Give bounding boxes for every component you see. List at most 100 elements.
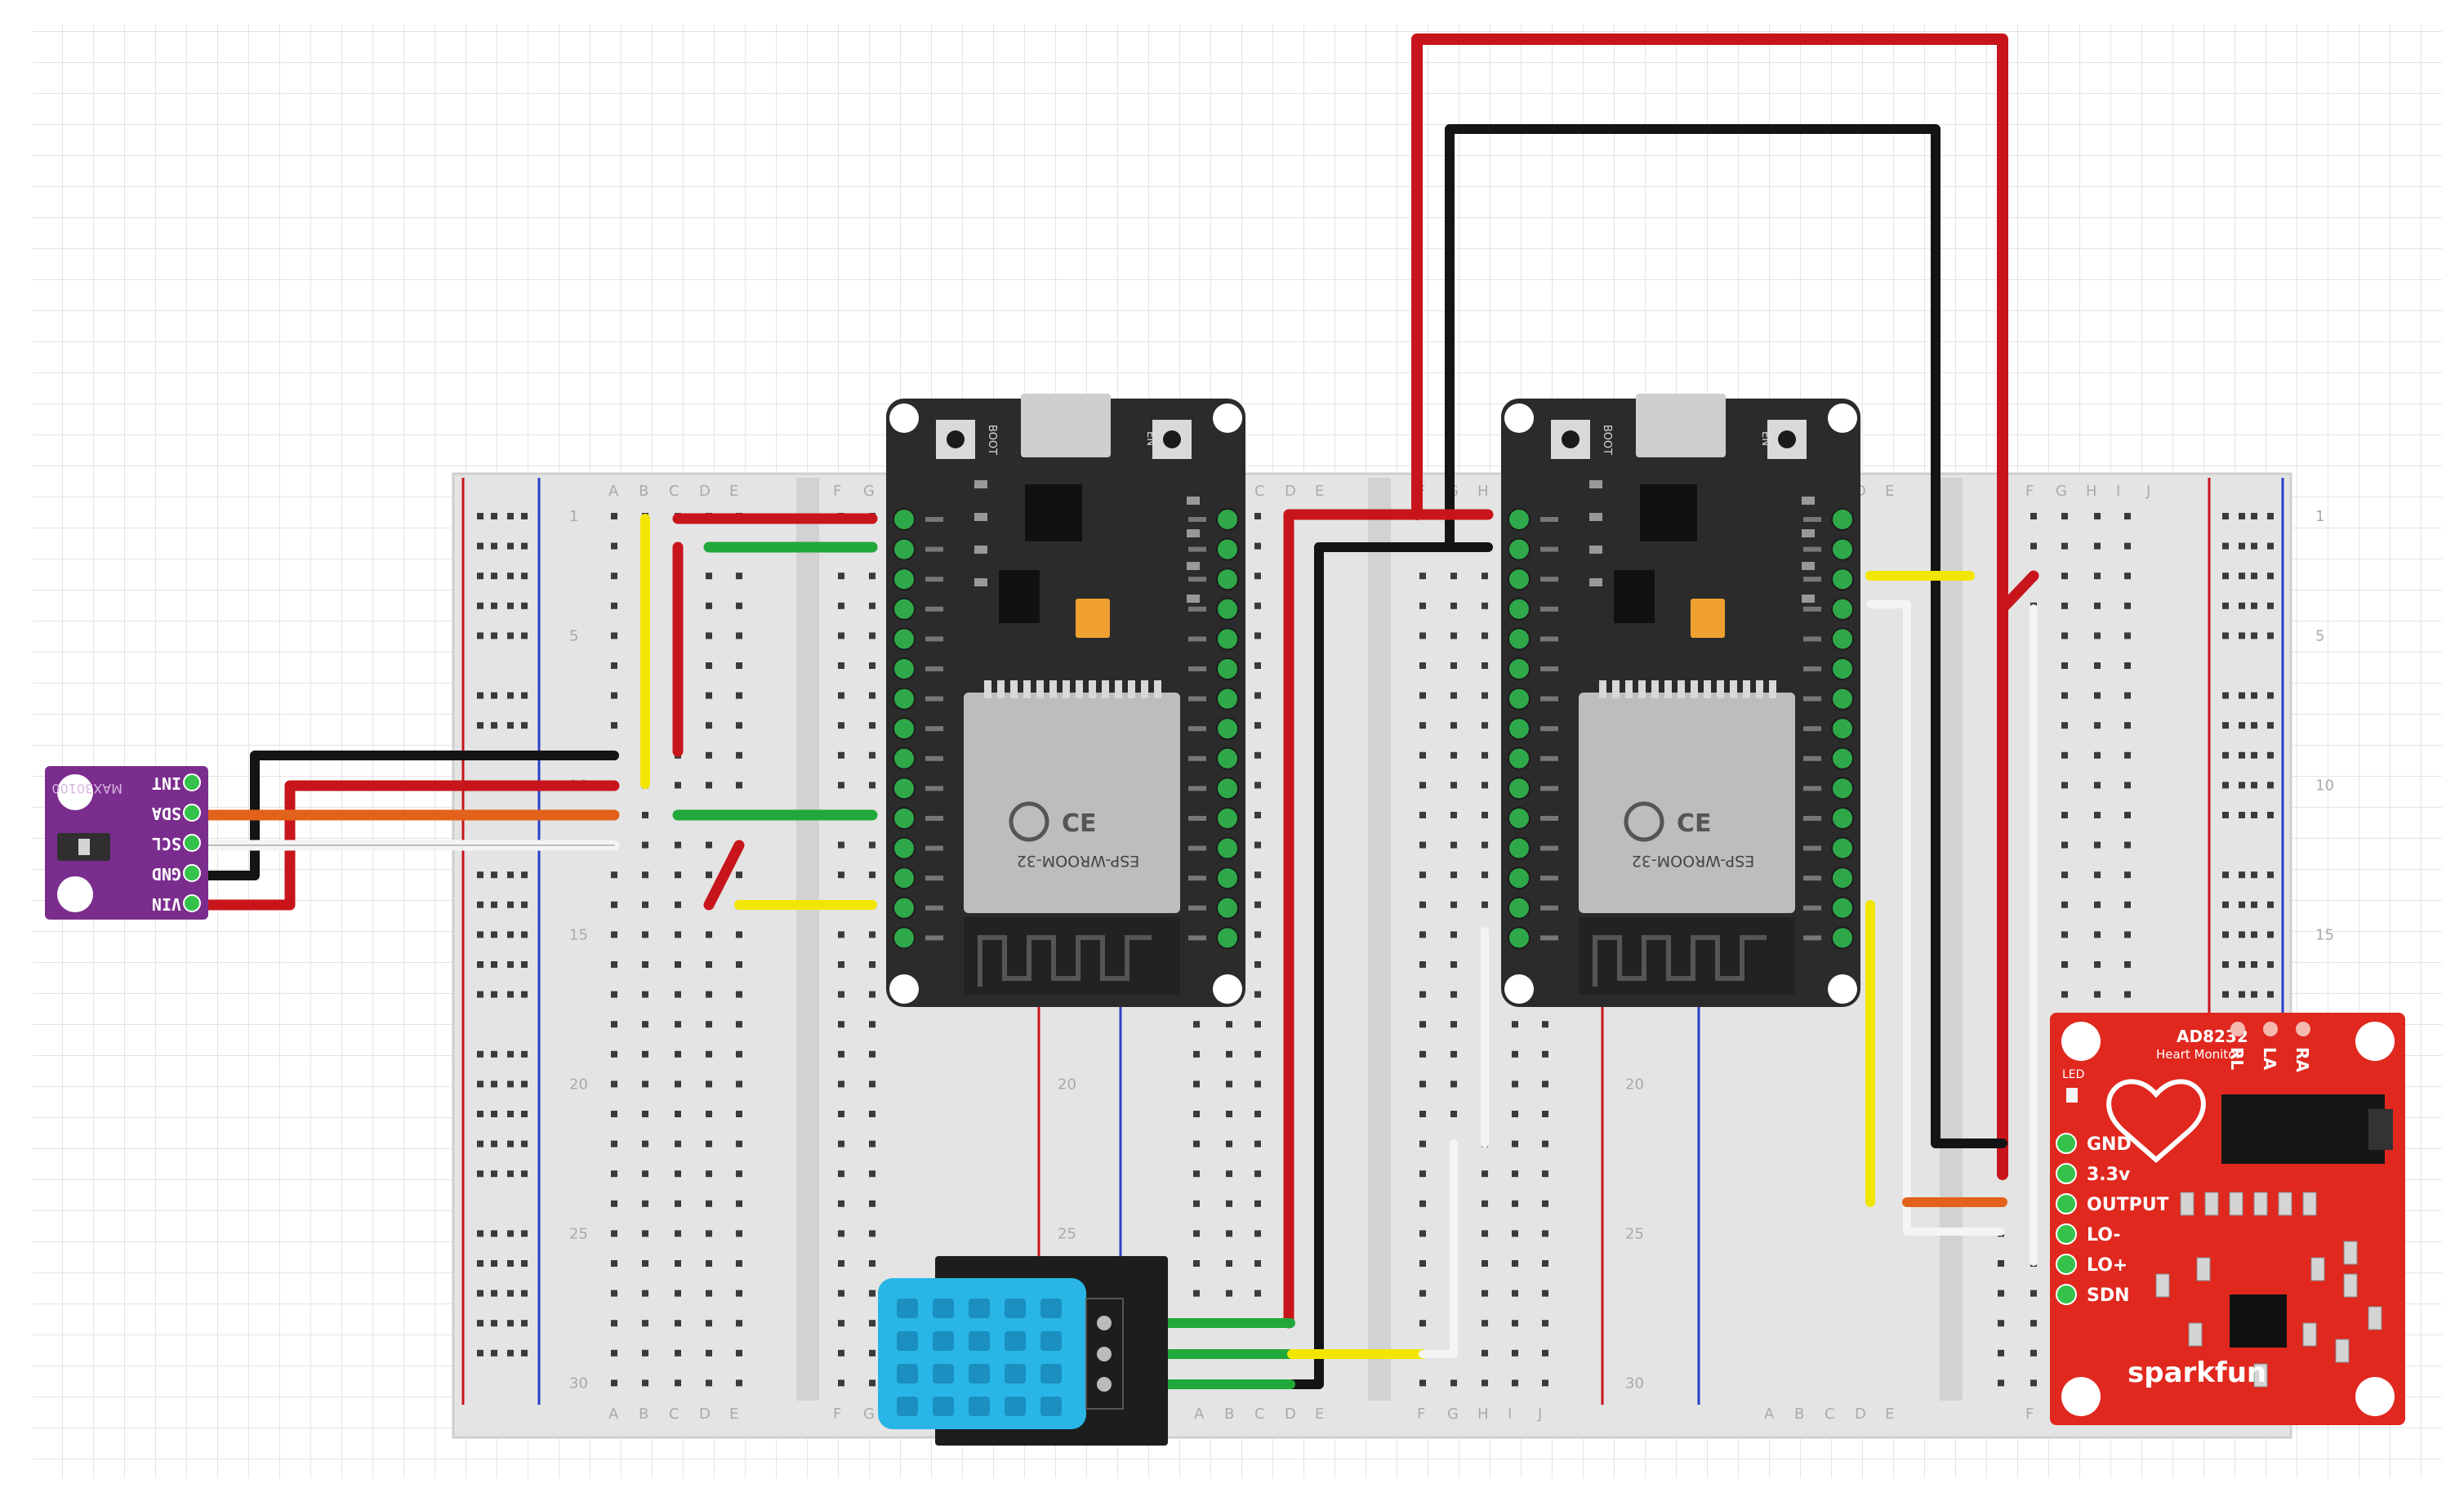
dht11-sensor[interactable] bbox=[878, 1256, 1168, 1446]
header-pin-right[interactable] bbox=[1216, 867, 1239, 890]
max30100-pin-vin[interactable] bbox=[183, 894, 201, 912]
header-pin-left[interactable] bbox=[1508, 508, 1531, 531]
header-pin-right[interactable] bbox=[1831, 807, 1854, 830]
header-pin-left[interactable] bbox=[1508, 807, 1531, 830]
header-pin-left[interactable] bbox=[893, 568, 916, 591]
smd-part bbox=[1802, 497, 1815, 505]
header-pin-left[interactable] bbox=[1508, 597, 1531, 621]
header-pin-left[interactable] bbox=[893, 807, 916, 830]
breadboard-hole bbox=[2030, 1349, 2037, 1357]
header-pin-right[interactable] bbox=[1216, 896, 1239, 920]
header-pin-right[interactable] bbox=[1831, 568, 1854, 591]
header-pin-right[interactable] bbox=[1216, 807, 1239, 830]
wire-white-right-1[interactable] bbox=[1866, 600, 2005, 1236]
header-pin-left[interactable] bbox=[893, 777, 916, 800]
mounting-hole bbox=[1828, 403, 1857, 433]
header-pin-right[interactable] bbox=[1216, 597, 1239, 621]
header-pin-left[interactable] bbox=[1508, 687, 1531, 711]
header-pin-right[interactable] bbox=[1831, 777, 1854, 800]
breadboard-hole bbox=[1542, 1260, 1548, 1267]
header-pin-left[interactable] bbox=[893, 508, 916, 531]
header-pin-left[interactable] bbox=[893, 746, 916, 770]
header-pin-right[interactable] bbox=[1831, 836, 1854, 860]
header-pin-left[interactable] bbox=[893, 597, 916, 621]
header-pin-right[interactable] bbox=[1831, 657, 1854, 680]
header-pin-left[interactable] bbox=[1508, 746, 1531, 770]
max30100-pin-gnd[interactable] bbox=[183, 864, 201, 882]
header-pin-left[interactable] bbox=[1508, 867, 1531, 890]
header-pin-right[interactable] bbox=[1216, 537, 1239, 561]
header-pin-right[interactable] bbox=[1216, 568, 1239, 591]
ad8232-pin-output[interactable] bbox=[2056, 1193, 2077, 1214]
breadboard-hole bbox=[2061, 841, 2068, 849]
ad8232-pin-gnd[interactable] bbox=[2056, 1133, 2077, 1154]
header-pin-right[interactable] bbox=[1216, 627, 1239, 651]
breadboard-hole bbox=[2251, 692, 2257, 699]
wire-white-mid-1[interactable] bbox=[1419, 1139, 1458, 1358]
wire-red-diagonal-left[interactable] bbox=[703, 840, 745, 911]
breadboard-hole bbox=[736, 573, 742, 580]
breadboard-hole bbox=[2267, 931, 2274, 938]
header-pin-right[interactable] bbox=[1831, 627, 1854, 651]
header-pin-right[interactable] bbox=[1831, 537, 1854, 561]
breadboard-hole bbox=[675, 1290, 681, 1297]
header-pin-right[interactable] bbox=[1216, 926, 1239, 950]
wire-red-right-diagonal[interactable] bbox=[1997, 570, 2039, 614]
header-pin-left[interactable] bbox=[1508, 717, 1531, 741]
ad8232-pin-sdn[interactable] bbox=[2056, 1284, 2077, 1305]
header-pin-left[interactable] bbox=[893, 537, 916, 561]
breadboard-hole bbox=[491, 573, 497, 580]
header-pin-left[interactable] bbox=[893, 687, 916, 711]
header-pin-left[interactable] bbox=[1508, 627, 1531, 651]
ad8232-pin-lo[interactable] bbox=[2056, 1223, 2077, 1245]
header-pin-right[interactable] bbox=[1216, 746, 1239, 770]
header-pin-right[interactable] bbox=[1831, 926, 1854, 950]
header-pin-right[interactable] bbox=[1831, 717, 1854, 741]
header-pin-left[interactable] bbox=[1508, 568, 1531, 591]
header-pin-left[interactable] bbox=[893, 836, 916, 860]
header-pin-right[interactable] bbox=[1216, 836, 1239, 860]
column-letter: D bbox=[1855, 1406, 1866, 1423]
max30100-pin-int[interactable] bbox=[183, 773, 201, 791]
breadboard-hole bbox=[2094, 513, 2101, 519]
pin-silkscreen bbox=[1188, 726, 1206, 732]
header-pin-left[interactable] bbox=[893, 657, 916, 680]
header-pin-left[interactable] bbox=[893, 717, 916, 741]
header-pin-left[interactable] bbox=[893, 896, 916, 920]
header-pin-right[interactable] bbox=[1831, 508, 1854, 531]
header-pin-right[interactable] bbox=[1831, 687, 1854, 711]
header-pin-right[interactable] bbox=[1216, 508, 1239, 531]
header-pin-left[interactable] bbox=[1508, 926, 1531, 950]
wire-red-esp2-to-dht[interactable] bbox=[1283, 509, 1494, 1329]
wire-black-long-loop[interactable] bbox=[1445, 124, 2007, 1148]
header-pin-left[interactable] bbox=[893, 867, 916, 890]
header-pin-left[interactable] bbox=[1508, 777, 1531, 800]
ad8232-pin-lo[interactable] bbox=[2056, 1254, 2077, 1275]
header-pin-right[interactable] bbox=[1831, 597, 1854, 621]
max30100-pin-sda[interactable] bbox=[183, 804, 201, 822]
header-pin-right[interactable] bbox=[1216, 657, 1239, 680]
breadboard-hole bbox=[838, 991, 844, 998]
header-pin-right[interactable] bbox=[1216, 717, 1239, 741]
header-pin-right[interactable] bbox=[1831, 746, 1854, 770]
breadboard-hole bbox=[1482, 1379, 1488, 1387]
header-pin-right[interactable] bbox=[1216, 777, 1239, 800]
ad8232-pin-33v[interactable] bbox=[2056, 1163, 2077, 1184]
breadboard-hole bbox=[838, 751, 844, 759]
header-pin-left[interactable] bbox=[1508, 836, 1531, 860]
header-pin-left[interactable] bbox=[1508, 657, 1531, 680]
header-pin-left[interactable] bbox=[1508, 896, 1531, 920]
wire-black-esp2-to-dht[interactable] bbox=[1285, 542, 1493, 1389]
breadboard-hole bbox=[521, 513, 528, 519]
header-pin-left[interactable] bbox=[893, 627, 916, 651]
header-pin-left[interactable] bbox=[1508, 537, 1531, 561]
max30100-pin-scl[interactable] bbox=[183, 834, 201, 852]
header-pin-left[interactable] bbox=[893, 926, 916, 950]
header-pin-right[interactable] bbox=[1831, 867, 1854, 890]
header-pin-right[interactable] bbox=[1216, 687, 1239, 711]
header-pin-right[interactable] bbox=[1831, 896, 1854, 920]
